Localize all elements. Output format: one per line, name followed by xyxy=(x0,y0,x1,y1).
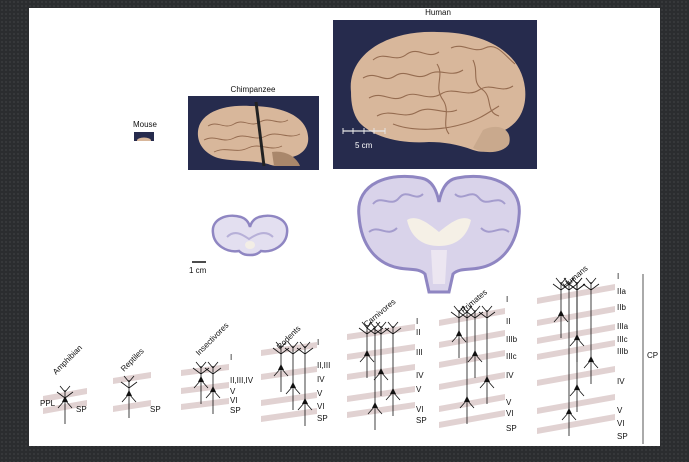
chimpanzee-brain-photo xyxy=(188,96,319,170)
layer-label-amphibian-sp: SP xyxy=(76,405,87,414)
layer-label-insectivores-sp: SP xyxy=(230,406,241,415)
layer-label-amphibian-ppl: PPL xyxy=(40,399,56,408)
layer-band-humans-6 xyxy=(537,414,615,434)
layer-label-primates-ii: II xyxy=(506,317,511,326)
layer-label-carnivores-vi: VI xyxy=(416,405,424,414)
layer-band-primates-4 xyxy=(439,394,505,412)
layer-label-insectivores-i: I xyxy=(230,353,233,362)
layer-band-insectivores-2 xyxy=(181,398,229,410)
layer-label-primates-v: V xyxy=(506,398,512,407)
human-scale-label: 5 cm xyxy=(355,141,373,150)
pyramidal-neuron-rodents-1 xyxy=(284,341,302,410)
layer-band-humans-4 xyxy=(537,366,615,386)
cortex-evolution-diagram xyxy=(43,274,644,444)
layer-label-humans-v: V xyxy=(617,406,623,415)
human-scale-bar xyxy=(342,128,386,134)
cp-label: CP xyxy=(647,351,659,360)
layer-label-carnivores-i: I xyxy=(416,317,419,326)
layer-label-insectivores-vi: VI xyxy=(230,396,238,405)
layer-label-humans-iia: IIa xyxy=(617,287,626,296)
layer-band-insectivores-1 xyxy=(181,382,229,394)
pyramidal-neuron-insectivores-0 xyxy=(192,361,210,404)
layer-label-humans-iiia: IIIa xyxy=(617,322,629,331)
layer-label-reptiles-sp: SP xyxy=(150,405,161,414)
pyramidal-neuron-primates-0 xyxy=(450,305,468,358)
slide: 5 cm Human Chimpanzee Mouse 1 cm xyxy=(29,8,660,446)
layer-band-primates-1 xyxy=(439,330,505,348)
pyramidal-neuron-insectivores-1 xyxy=(204,361,222,414)
layer-label-carnivores-iv: IV xyxy=(416,371,424,380)
large-coronal-section xyxy=(357,174,521,294)
layer-band-humans-5 xyxy=(537,394,615,414)
layer-band-reptiles-1 xyxy=(113,400,151,412)
layer-label-carnivores-iii: III xyxy=(416,348,423,357)
layer-label-carnivores-v: V xyxy=(416,385,422,394)
section-scale-bar xyxy=(192,261,206,263)
layer-band-carnivores-4 xyxy=(347,402,415,418)
human-brain-drawing xyxy=(342,31,526,153)
layer-label-insectivores-ii-iii-iv: II,III,IV xyxy=(230,376,254,385)
layer-label-rodents-v: V xyxy=(317,389,323,398)
layer-label-humans-iib: IIb xyxy=(617,303,626,312)
layer-band-primates-0 xyxy=(439,308,505,326)
human-brain-photo: 5 cm xyxy=(333,20,537,169)
layer-band-humans-1 xyxy=(537,306,615,326)
pyramidal-neuron-carnivores-1 xyxy=(372,321,390,396)
small-coronal-section xyxy=(211,214,289,257)
layer-band-rodents-3 xyxy=(261,408,317,422)
layer-label-primates-iv: IV xyxy=(506,371,514,380)
pyramidal-neuron-primates-3 xyxy=(458,305,476,424)
layer-band-humans-3 xyxy=(537,340,615,360)
pyramidal-neuron-rodents-0 xyxy=(272,341,290,392)
layer-label-humans-iiic: IIIc xyxy=(617,335,628,344)
pyramidal-neuron-primates-2 xyxy=(478,305,496,404)
layer-band-humans-2 xyxy=(537,324,615,344)
pyramidal-neuron-reptiles-0 xyxy=(120,375,138,418)
layer-label-rodents-sp: SP xyxy=(317,414,328,423)
layer-band-primates-5 xyxy=(439,410,505,428)
layer-label-rodents-i: I xyxy=(317,338,320,347)
pyramidal-neuron-carnivores-0 xyxy=(358,321,376,378)
layer-label-primates-vi: VI xyxy=(506,409,514,418)
layer-band-humans-0 xyxy=(537,284,615,304)
layer-label-primates-iiib: IIIb xyxy=(506,335,518,344)
section-scale-label: 1 cm xyxy=(189,266,207,275)
layer-band-primates-2 xyxy=(439,350,505,368)
pyramidal-neuron-humans-4 xyxy=(560,277,578,436)
pyramidal-neuron-humans-2 xyxy=(582,277,600,384)
layer-band-rodents-1 xyxy=(261,366,317,380)
mouse-brain-photo xyxy=(134,132,154,141)
layer-label-rodents-iv: IV xyxy=(317,375,325,384)
layer-label-humans-sp: SP xyxy=(617,432,628,441)
layer-label-carnivores-sp: SP xyxy=(416,416,427,425)
layer-band-insectivores-0 xyxy=(181,364,229,376)
pyramidal-neuron-carnivores-2 xyxy=(384,321,402,416)
pyramidal-neuron-rodents-2 xyxy=(296,341,314,426)
layer-label-humans-vi: VI xyxy=(617,419,625,428)
layer-band-primates-3 xyxy=(439,372,505,390)
layer-label-humans-iiib: IIIb xyxy=(617,347,629,356)
layer-label-rodents-vi: VI xyxy=(317,402,325,411)
chimpanzee-label: Chimpanzee xyxy=(230,85,276,94)
layer-label-primates-iiic: IIIc xyxy=(506,352,517,361)
layer-label-humans-iv: IV xyxy=(617,377,625,386)
chimpanzee-brain-drawing xyxy=(197,101,309,167)
layer-label-primates-i: I xyxy=(506,295,509,304)
layer-label-carnivores-ii: II xyxy=(416,328,421,337)
pyramidal-neuron-carnivores-3 xyxy=(366,321,384,430)
pyramidal-neuron-amphibian-0 xyxy=(56,385,74,424)
human-label: Human xyxy=(425,8,451,17)
layer-band-rodents-2 xyxy=(261,392,317,406)
layer-label-insectivores-v: V xyxy=(230,387,236,396)
layer-label-humans-i: I xyxy=(617,272,620,281)
mouse-label: Mouse xyxy=(132,120,158,129)
layer-label-primates-sp: SP xyxy=(506,424,517,433)
layer-label-rodents-ii-iii: II,III xyxy=(317,361,331,370)
